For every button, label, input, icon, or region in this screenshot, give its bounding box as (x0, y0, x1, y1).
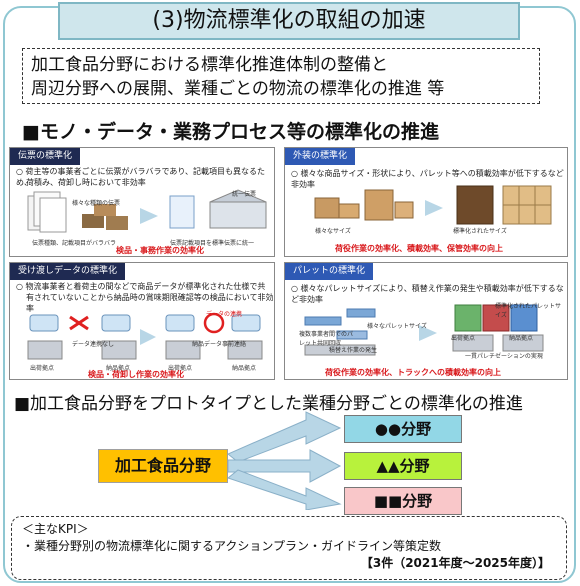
data-label-delivery: 納品拠点 (106, 365, 131, 372)
pallet-illustration (304, 304, 544, 356)
panel-data-title: 受け渡しデータの標準化 (10, 263, 126, 280)
pallet-label-std: 標準化されたパレットサイズ (495, 303, 562, 319)
source-field-box: 加工食品分野 (98, 449, 228, 483)
data-label-data: データの連携 (206, 311, 243, 318)
voucher-label-unified: 統一伝票 (232, 191, 257, 198)
pallet-label-shipper: 出荷拠点 (451, 335, 476, 342)
voucher-effect: 検品・事務作業の効率化 (116, 246, 204, 255)
voucher-label-various: 様々な種類の伝票 (72, 200, 121, 207)
intro-line-1: 加工食品分野における標準化推進体制の整備と (31, 55, 388, 75)
panel-pallet: パレットの標準化 ○ 様々なパレットサイズにより、積替え作業の発生や積載効率が低… (284, 262, 568, 380)
pallet-effect: 荷役作業の効率化、トラックへの積載効率の向上 (325, 368, 501, 377)
kpi-item: ・業種分野別の物流標準化に関するアクションプラン・ガイドライン等策定数 (22, 539, 442, 553)
packaging-label-std: 標準化されたサイズ (453, 228, 507, 235)
pallet-label-delivery: 納品拠点 (509, 335, 534, 342)
data-illustration (27, 312, 263, 360)
voucher-illustration (27, 189, 267, 233)
section-heading-prototype: ■加工食品分野をプロトタイプとした業種分野ごとの標準化の推進 (14, 394, 523, 414)
kpi-box: ＜主なKPI＞ ・業種分野別の物流標準化に関するアクションプラン・ガイドライン等… (11, 516, 567, 580)
data-label-delivery-2: 納品拠点 (232, 365, 257, 372)
data-label-unconfirmed: 納品データ事前連絡 (192, 341, 247, 348)
panel-voucher-title: 伝票の標準化 (10, 148, 81, 165)
pallet-label-rental: 積替え作業の発生 (329, 347, 378, 354)
pallet-label-collect: 複数事業者間でのパレット共同回収 (299, 331, 354, 347)
data-effect: 検品・荷卸し作業の効率化 (88, 370, 184, 379)
target-field-box-2: ▲▲分野 (344, 452, 462, 480)
panel-data-desc-2: 有されていないことから納品時の賞味期限確認等の検品において非効率 (26, 293, 274, 313)
panel-data-desc-1: ○ 物流事業者と着荷主の間などで商品データが標準化された仕様で共 (16, 282, 266, 291)
data-label-no-data: データ連携なし (72, 341, 115, 348)
panel-pallet-desc: ○ 様々なパレットサイズにより、積替え作業の発生や積載効率が低下するなど非効率 (291, 284, 564, 304)
target-field-box-1: ●●分野 (344, 415, 462, 443)
panel-voucher-desc-1: ○ 荷主等の事業者ごとに伝票がバラバラであり、記載項目も異なるため、 (16, 167, 266, 187)
section-heading-standardization: ■モノ・データ・業務プロセス等の標準化の推進 (22, 121, 439, 143)
data-label-shipper-2: 出荷拠点 (168, 365, 193, 372)
kpi-value: 【3件（2021年度～2025年度）】 (360, 556, 550, 570)
panel-data: 受け渡しデータの標準化 ○ 物流事業者と着荷主の間などで商品データが標準化された… (9, 262, 275, 380)
pallet-label-various: 様々なパレットサイズ (367, 323, 427, 330)
prototype-arrows (228, 411, 342, 510)
panel-packaging-desc: ○ 様々な商品サイズ・形状により、パレット等への積載効率が低下するなど非効率 (291, 169, 564, 189)
panel-packaging: 外装の標準化 ○ 様々な商品サイズ・形状により、パレット等への積載効率が低下する… (284, 147, 568, 257)
panel-voucher-desc-2: 荷積み、荷卸し時において非効率 (26, 178, 146, 187)
target-field-box-3: ■■分野 (344, 487, 462, 515)
packaging-illustration (314, 185, 552, 225)
panel-packaging-title: 外装の標準化 (285, 148, 356, 165)
intro-line-2: 周辺分野への展開、業種ごとの物流の標準化の推進 等 (31, 79, 445, 99)
voucher-caption-right: 伝票記載項目を標準伝票に統一 (170, 240, 255, 247)
panel-pallet-title: パレットの標準化 (285, 263, 374, 280)
data-label-shipper: 出荷拠点 (30, 365, 55, 372)
intro-box: 加工食品分野における標準化推進体制の整備と 周辺分野への展開、業種ごとの物流の標… (22, 48, 540, 104)
voucher-caption-left: 伝票種類、記載項目がバラバラ (32, 240, 116, 247)
page-title: (3)物流標準化の取組の加速 (58, 2, 520, 40)
kpi-heading: ＜主なKPI＞ (22, 522, 89, 536)
packaging-effect: 荷役作業の効率化、積載効率、保管効率の向上 (335, 244, 503, 253)
packaging-label-various: 様々なサイズ (315, 228, 351, 235)
pallet-label-palletize: 一貫パレチゼーションの実現 (465, 353, 543, 360)
panel-voucher: 伝票の標準化 ○ 荷主等の事業者ごとに伝票がバラバラであり、記載項目も異なるため… (9, 147, 275, 257)
